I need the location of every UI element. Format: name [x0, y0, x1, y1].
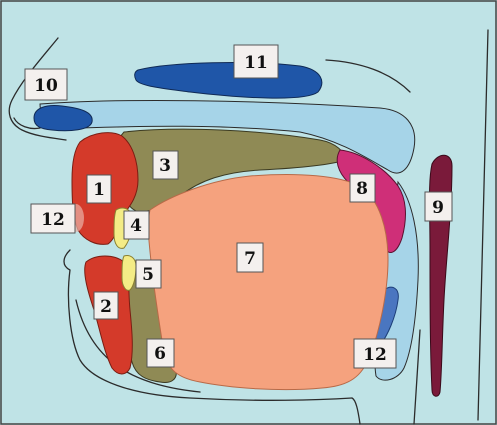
label-10: 10	[34, 76, 58, 96]
label-6: 6	[154, 344, 166, 364]
label-8: 8	[356, 179, 368, 199]
label-9: 9	[432, 198, 444, 218]
label-2: 2	[100, 297, 112, 317]
label-12-upper: 12	[41, 210, 65, 230]
label-5: 5	[142, 265, 154, 285]
label-12-lower: 12	[363, 345, 387, 365]
tongue	[148, 174, 388, 389]
label-7: 7	[244, 249, 256, 269]
label-3: 3	[159, 156, 171, 176]
label-1: 1	[93, 180, 105, 200]
label-4: 4	[130, 216, 142, 236]
label-11: 11	[244, 53, 268, 73]
